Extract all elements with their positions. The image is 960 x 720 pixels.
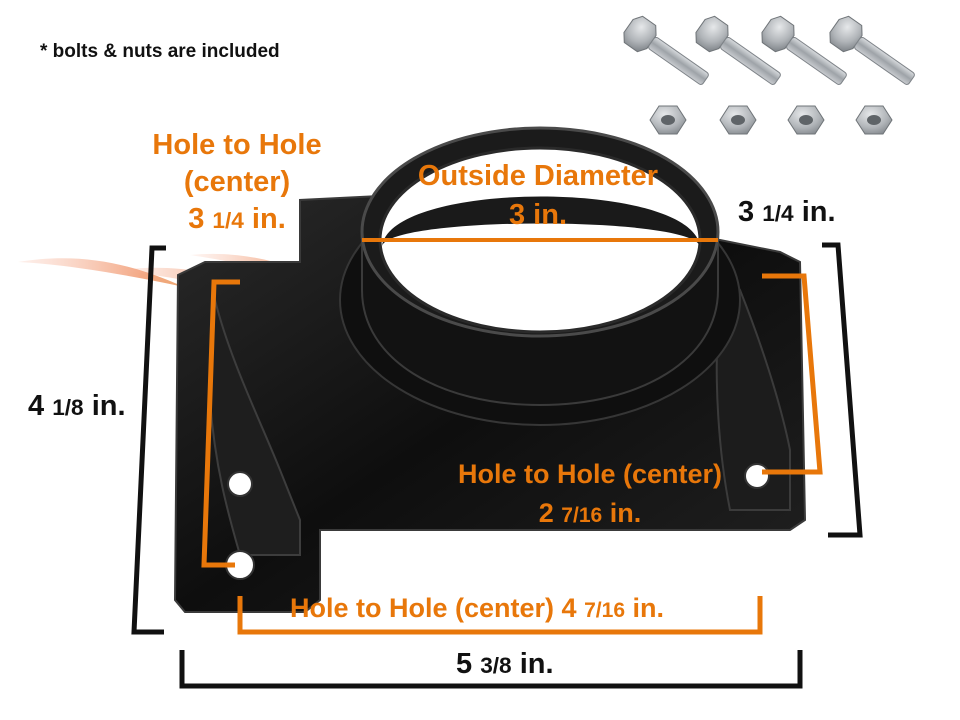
hole-to-hole-top-line2: (center) — [183, 166, 291, 198]
right-height-bracket — [822, 242, 863, 538]
dimension-lines — [131, 238, 863, 689]
hardware-note: * bolts & nuts are included — [40, 41, 280, 62]
hole-to-hole-bottom-label: Hole to Hole (center) 4 7/16 in. — [290, 593, 665, 623]
right-height-label: 3 1/4 in. — [738, 196, 836, 228]
left-height-bracket — [131, 245, 166, 635]
hole-to-hole-top-line1: Hole to Hole — [152, 129, 322, 161]
flange-part-icon — [173, 126, 807, 613]
left-hole-bracket — [201, 279, 240, 568]
hole-to-hole-right-line1: Hole to Hole (center) — [457, 459, 723, 489]
outside-diameter-value: 3 in. — [508, 199, 567, 231]
hole-to-hole-right-value: 2 7/16 in. — [538, 498, 642, 528]
bottom-hole-bracket — [237, 596, 763, 635]
width-label: 5 3/8 in. — [456, 648, 554, 680]
outside-diameter-line1: Outside Diameter — [417, 160, 659, 192]
hole-to-hole-right-label: Hole to Hole (center) 2 7/16 in. — [438, 461, 742, 527]
outside-diameter-label: Outside Diameter 3 in. — [400, 162, 676, 230]
right-hole-bracket — [762, 273, 823, 475]
bolt-icon — [623, 15, 915, 85]
left-height-label: 4 1/8 in. — [28, 390, 126, 422]
width-bracket — [179, 650, 803, 689]
nut-icon — [649, 105, 893, 135]
hole-to-hole-top-value: 3 1/4 in. — [188, 203, 286, 235]
hole-to-hole-top-label: Hole to Hole (center) 3 1/4 in. — [143, 131, 331, 234]
